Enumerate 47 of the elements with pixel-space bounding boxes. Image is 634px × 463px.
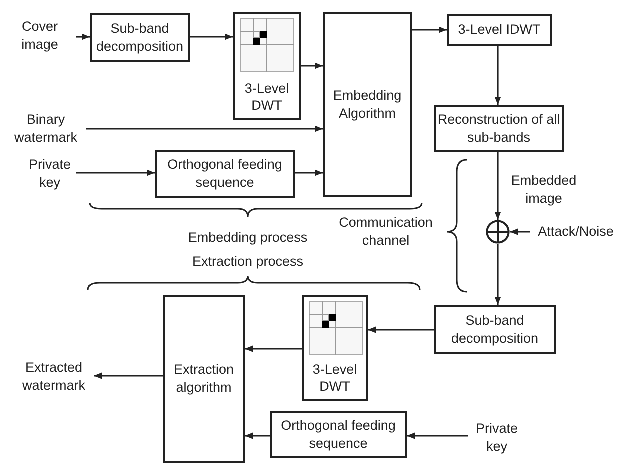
- box-label: Orthogonal feeding sequence: [166, 156, 284, 192]
- text-label: Cover image: [20, 18, 60, 54]
- text-label: Attack/Noise: [538, 223, 614, 241]
- arrow: [245, 432, 270, 440]
- text-label: Private key: [28, 156, 72, 192]
- box-label: Extraction algorithm: [172, 361, 236, 397]
- arrow: [76, 34, 90, 40]
- process-box: [434, 105, 564, 152]
- arrow: [494, 244, 502, 305]
- box-label: Orthogonal feeding sequence: [280, 416, 397, 452]
- process-box: [90, 13, 190, 62]
- arrow: [86, 126, 323, 132]
- arrow: [295, 170, 323, 176]
- dwt-block: [233, 12, 301, 120]
- arrow: [510, 228, 530, 236]
- arrow: [301, 62, 323, 70]
- process-box: [155, 150, 295, 198]
- box-label: 3-Level DWT: [244, 80, 290, 115]
- annotation-text: Embedding process: [187, 229, 309, 247]
- text-label: Binary watermark: [13, 111, 78, 147]
- box-label: 3-Level DWT: [312, 360, 358, 396]
- box-label: Reconstruction of all sub-bands: [436, 110, 562, 146]
- summing-junction: [486, 220, 510, 244]
- dwt-block: [302, 295, 368, 401]
- box-label: Sub-band decomposition: [95, 20, 185, 56]
- text-label: Private key: [474, 420, 520, 456]
- box-label: 3-Level IDWT: [458, 21, 541, 39]
- arrow: [407, 432, 468, 440]
- arrow: [368, 326, 434, 334]
- process-box: [434, 305, 556, 354]
- arrow: [412, 26, 447, 34]
- process-box: [323, 12, 412, 197]
- arrow: [190, 34, 233, 40]
- arrow: [76, 170, 155, 176]
- process-box: [163, 295, 245, 463]
- arrow: [494, 46, 502, 105]
- annotation-text: Extraction process: [191, 253, 305, 271]
- annotation-text: Communication channel: [338, 214, 434, 250]
- text-label: Extracted watermark: [21, 359, 86, 395]
- arrow: [245, 346, 302, 352]
- box-label: Sub-band decomposition: [450, 312, 540, 348]
- edge-label: Embedded image: [510, 172, 578, 208]
- box-label: Embedding Algorithm: [332, 86, 403, 122]
- process-box: [447, 14, 552, 46]
- arrow: [494, 152, 502, 220]
- arrow: [94, 372, 163, 380]
- process-box: [270, 411, 407, 458]
